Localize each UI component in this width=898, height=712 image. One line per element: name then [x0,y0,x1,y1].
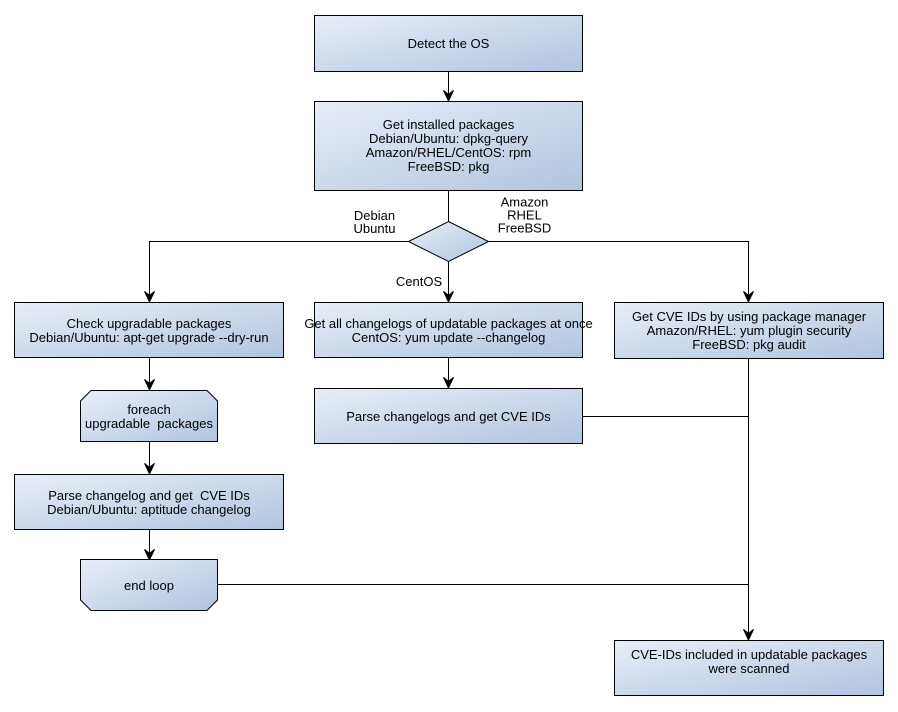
svg-text:Debian/Ubuntu: apt-get upgrade: Debian/Ubuntu: apt-get upgrade --dry-run [29,330,268,345]
svg-text:were scanned: were scanned [708,661,790,676]
svg-text:Ubuntu: Ubuntu [354,221,396,236]
svg-text:Debian: Debian [354,208,395,223]
svg-text:Detect the OS: Detect the OS [408,36,490,51]
svg-text:Amazon/RHEL: yum plugin securi: Amazon/RHEL: yum plugin security [647,323,852,338]
svg-text:CentOS: yum update --changelog: CentOS: yum update --changelog [352,330,546,345]
svg-text:CentOS: CentOS [396,274,443,289]
svg-text:Get all changelogs of updatabl: Get all changelogs of updatable packages… [304,316,592,331]
svg-text:FreeBSD: FreeBSD [498,221,551,236]
svg-text:Get CVE IDs by using package m: Get CVE IDs by using package manager [632,309,867,324]
svg-text:Check upgradable packages: Check upgradable packages [67,316,232,331]
svg-text:RHEL: RHEL [507,208,542,223]
svg-text:Debian/Ubuntu: dpkg-query: Debian/Ubuntu: dpkg-query [369,131,528,146]
svg-text:CVE-IDs included in updatable: CVE-IDs included in updatable packages [631,647,868,662]
svg-text:Get installed packages: Get installed packages [383,117,515,132]
svg-text:Amazon/RHEL/CentOS: rpm: Amazon/RHEL/CentOS: rpm [366,145,531,160]
svg-text:FreeBSD: pkg audit: FreeBSD: pkg audit [692,337,806,352]
svg-text:FreeBSD: pkg: FreeBSD: pkg [408,159,490,174]
svg-text:upgradable packages: upgradable packages [85,416,213,431]
svg-text:Parse changelog and get CVE I: Parse changelog and get CVE IDs [48,488,250,503]
svg-text:Amazon: Amazon [501,195,549,210]
svg-text:Parse changelogs and get CVE I: Parse changelogs and get CVE IDs [346,409,551,424]
svg-text:foreach: foreach [127,402,170,417]
svg-text:Debian/Ubuntu: aptitude change: Debian/Ubuntu: aptitude changelog [47,502,251,517]
svg-text:end loop: end loop [124,578,174,593]
